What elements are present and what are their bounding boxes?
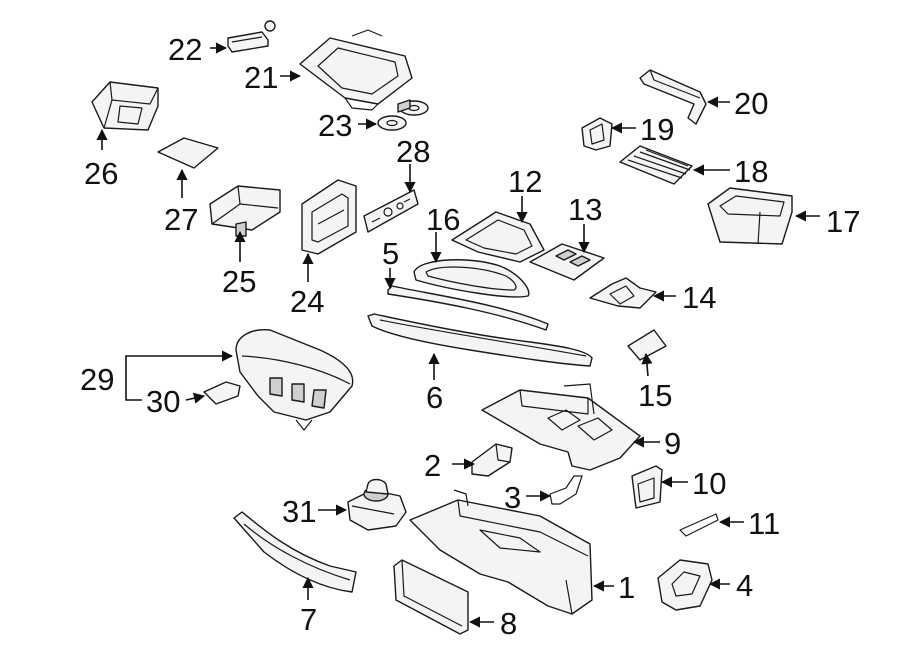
- callout-10: 10: [692, 466, 726, 501]
- callout-8: 8: [500, 606, 517, 641]
- part-9-console-top: [481, 383, 641, 471]
- callout-18: 18: [734, 154, 768, 189]
- leader-lines: [96, 42, 820, 628]
- callout-30: 30: [146, 384, 180, 419]
- callout-22: 22: [168, 32, 202, 67]
- part-19-clip: [581, 117, 613, 151]
- part-21-storage-bin: [299, 29, 413, 111]
- callout-4: 4: [736, 568, 753, 603]
- callout-3: 3: [504, 480, 521, 515]
- part-28-switch-panel: [363, 189, 419, 233]
- callout-labels: 22 21 23 26 27 25 24 28 16 5 12 13 14 15…: [80, 32, 860, 641]
- part-27-mat: [157, 137, 219, 169]
- callout-9: 9: [664, 426, 681, 461]
- part-23-cup-inserts: [377, 99, 429, 131]
- part-29-armrest: [235, 329, 354, 431]
- part-20-bracket: [639, 69, 707, 125]
- callout-23: 23: [318, 108, 352, 143]
- part-25-switch-housing: [209, 185, 281, 237]
- callout-5: 5: [382, 236, 399, 271]
- callout-11: 11: [748, 506, 780, 541]
- part-16-trim-ring: [413, 259, 530, 298]
- callout-13: 13: [568, 192, 602, 227]
- part-31-controller: [347, 478, 407, 531]
- part-18-mat: [619, 145, 693, 185]
- callout-1: 1: [618, 570, 635, 605]
- part-11-rod: [679, 513, 719, 537]
- part-3-bracket: [549, 475, 583, 505]
- part-4-bracket: [657, 559, 713, 611]
- part-10-bracket: [631, 465, 663, 509]
- callout-19: 19: [640, 112, 674, 147]
- part-5-trim-strip: [387, 285, 549, 331]
- part-8-side-panel: [393, 559, 469, 635]
- part-1-console-base: [409, 489, 593, 615]
- callout-7: 7: [300, 602, 317, 637]
- part-14-bracket: [589, 277, 657, 309]
- part-12-shifter-cover: [451, 211, 545, 263]
- part-26-storage-box: [91, 81, 159, 131]
- callout-16: 16: [426, 202, 460, 237]
- part-2-bracket: [471, 443, 513, 477]
- callout-14: 14: [682, 280, 716, 315]
- part-15-pad: [627, 329, 667, 361]
- callout-26: 26: [84, 156, 118, 191]
- part-7-side-trim: [233, 511, 357, 593]
- part-22-coin-tray: [227, 20, 276, 53]
- callout-31: 31: [282, 494, 316, 529]
- callout-2: 2: [424, 448, 441, 483]
- callout-28: 28: [396, 134, 430, 169]
- part-24-bezel: [301, 179, 357, 255]
- callout-21: 21: [244, 60, 278, 95]
- callout-6: 6: [426, 380, 443, 415]
- callout-25: 25: [222, 264, 256, 299]
- part-30-hinge: [203, 381, 241, 405]
- part-6-console-trim: [367, 313, 593, 367]
- part-17-storage-bin: [707, 187, 793, 245]
- callout-29: 29: [80, 362, 114, 397]
- callout-17: 17: [826, 204, 860, 239]
- callout-15: 15: [638, 378, 672, 413]
- callout-27: 27: [164, 202, 198, 237]
- callout-24: 24: [290, 284, 324, 319]
- callout-20: 20: [734, 86, 768, 121]
- callout-12: 12: [508, 164, 542, 199]
